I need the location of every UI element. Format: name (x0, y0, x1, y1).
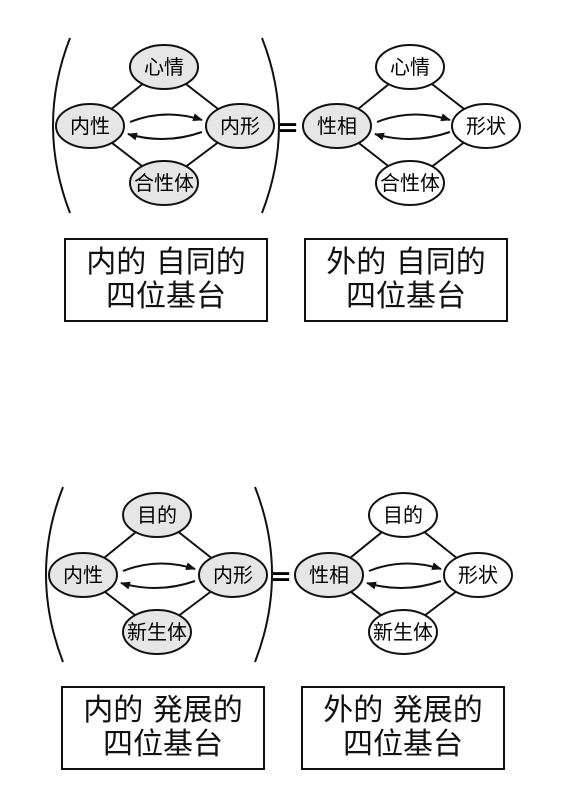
node-right: 形状 (451, 103, 521, 149)
node-label: 形状 (466, 114, 506, 138)
node-label: 性相 (309, 563, 349, 587)
caption-inner-identity: 内的 自同的 四位基台 (64, 238, 268, 322)
caption-line: 四位基台 (343, 727, 463, 762)
caption-outer-identity: 外的 自同的 四位基台 (304, 238, 508, 322)
node-label: 目的 (383, 503, 423, 527)
node-left: 性相 (302, 103, 372, 149)
node-label: 合性体 (380, 171, 440, 195)
caption-line: 内的 発展的 (83, 693, 243, 729)
node-top: 心情 (129, 44, 199, 90)
top-panel: 心情 内性 内形 合性体 = (52, 37, 521, 214)
arrow-right (368, 562, 442, 572)
equals-sign: = (277, 113, 299, 143)
node-bottom: 合性体 (375, 160, 445, 206)
node-label: 新生体 (373, 620, 433, 644)
node-left: 内性 (55, 103, 125, 149)
node-label: 形状 (458, 563, 498, 587)
node-top: 目的 (122, 492, 192, 538)
caption-line: 内的 自同的 (86, 245, 246, 281)
node-left: 性相 (294, 552, 364, 598)
left-paren (52, 37, 71, 214)
equals-sign: = (270, 562, 292, 592)
node-label: 新生体 (127, 620, 187, 644)
node-bottom: 新生体 (122, 609, 192, 655)
caption-line: 四位基台 (103, 727, 223, 762)
arrow-left (366, 580, 442, 590)
node-label: 内形 (213, 563, 253, 587)
arrow-right (122, 562, 196, 572)
node-label: 心情 (390, 55, 430, 79)
node-right: 内形 (205, 103, 275, 149)
top-inner-diamond: 心情 内性 内形 合性体 (52, 37, 280, 214)
node-top: 心情 (375, 44, 445, 90)
node-left: 内性 (48, 552, 118, 598)
caption-inner-development: 内的 発展的 四位基台 (61, 686, 265, 770)
arrow-left (120, 580, 196, 590)
right-paren (261, 37, 280, 214)
node-label: 内性 (63, 563, 103, 587)
bottom-panel: 目的 内性 内形 新生体 = 目的 (45, 486, 513, 663)
node-label: 性相 (317, 114, 357, 138)
node-right: 内形 (198, 552, 268, 598)
bottom-inner-diamond: 目的 内性 内形 新生体 (45, 486, 273, 663)
right-paren (254, 486, 273, 663)
caption-line: 四位基台 (106, 279, 226, 314)
node-right: 形状 (443, 552, 513, 598)
top-outer-diamond: 心情 性相 形状 合性体 (302, 44, 521, 206)
node-label: 内形 (220, 114, 260, 138)
node-label: 心情 (144, 55, 184, 79)
caption-line: 外的 発展的 (323, 693, 483, 729)
node-label: 目的 (137, 503, 177, 527)
node-bottom: 合性体 (129, 160, 199, 206)
node-label: 合性体 (134, 171, 194, 195)
arrow-right (129, 113, 203, 123)
left-paren (45, 486, 64, 663)
node-bottom: 新生体 (368, 609, 438, 655)
arrow-left (374, 131, 451, 141)
caption-outer-development: 外的 発展的 四位基台 (301, 686, 505, 770)
caption-line: 四位基台 (346, 279, 466, 314)
arrow-right (376, 113, 451, 123)
arrow-left (127, 131, 203, 141)
caption-line: 外的 自同的 (326, 245, 486, 281)
node-label: 内性 (70, 114, 110, 138)
bottom-outer-diamond: 目的 性相 形状 新生体 (294, 492, 513, 655)
node-top: 目的 (368, 492, 438, 538)
